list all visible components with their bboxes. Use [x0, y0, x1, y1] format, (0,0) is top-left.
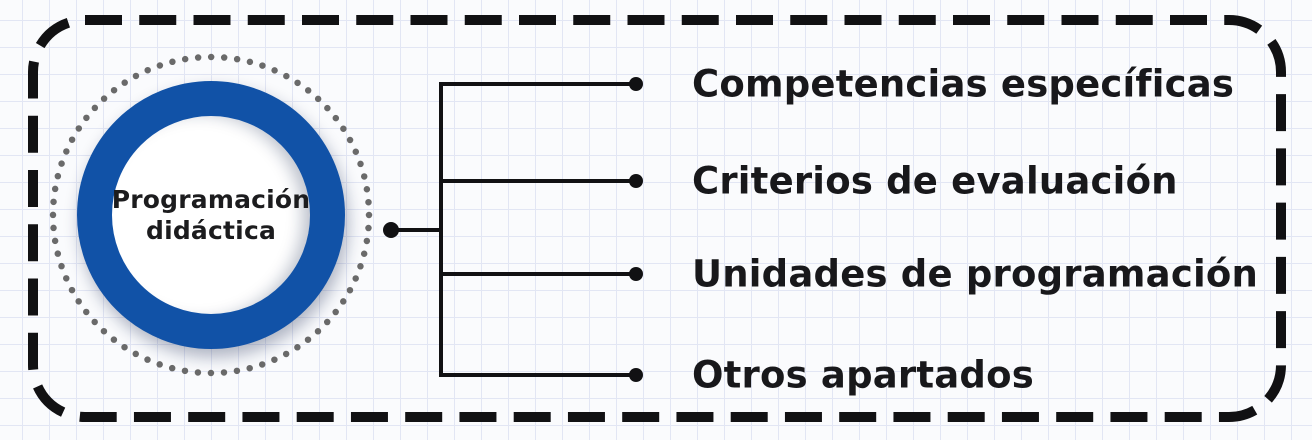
branch-bullet-icon	[629, 267, 643, 281]
branch-label-competencias: Competencias específicas	[692, 62, 1235, 106]
branch-bullet-icon	[629, 77, 643, 91]
branch-label-criterios: Criterios de evaluación	[692, 159, 1178, 203]
branch-label-unidades: Unidades de programación	[692, 252, 1259, 296]
dashed-frame-border	[28, 15, 1286, 422]
dotted-halo-circle-icon	[49, 53, 373, 377]
center-node-label: Programación didáctica	[112, 184, 311, 246]
center-node-label-line2: didáctica	[145, 216, 277, 245]
connector-tree	[383, 77, 643, 382]
center-node-label-line1: Programación	[111, 185, 311, 214]
center-node: Programación didáctica	[77, 81, 345, 349]
branch-label-otros: Otros apartados	[692, 353, 1034, 397]
root-bullet-icon	[383, 222, 399, 238]
branch-bullet-icon	[629, 368, 643, 382]
branch-bullet-icon	[629, 174, 643, 188]
